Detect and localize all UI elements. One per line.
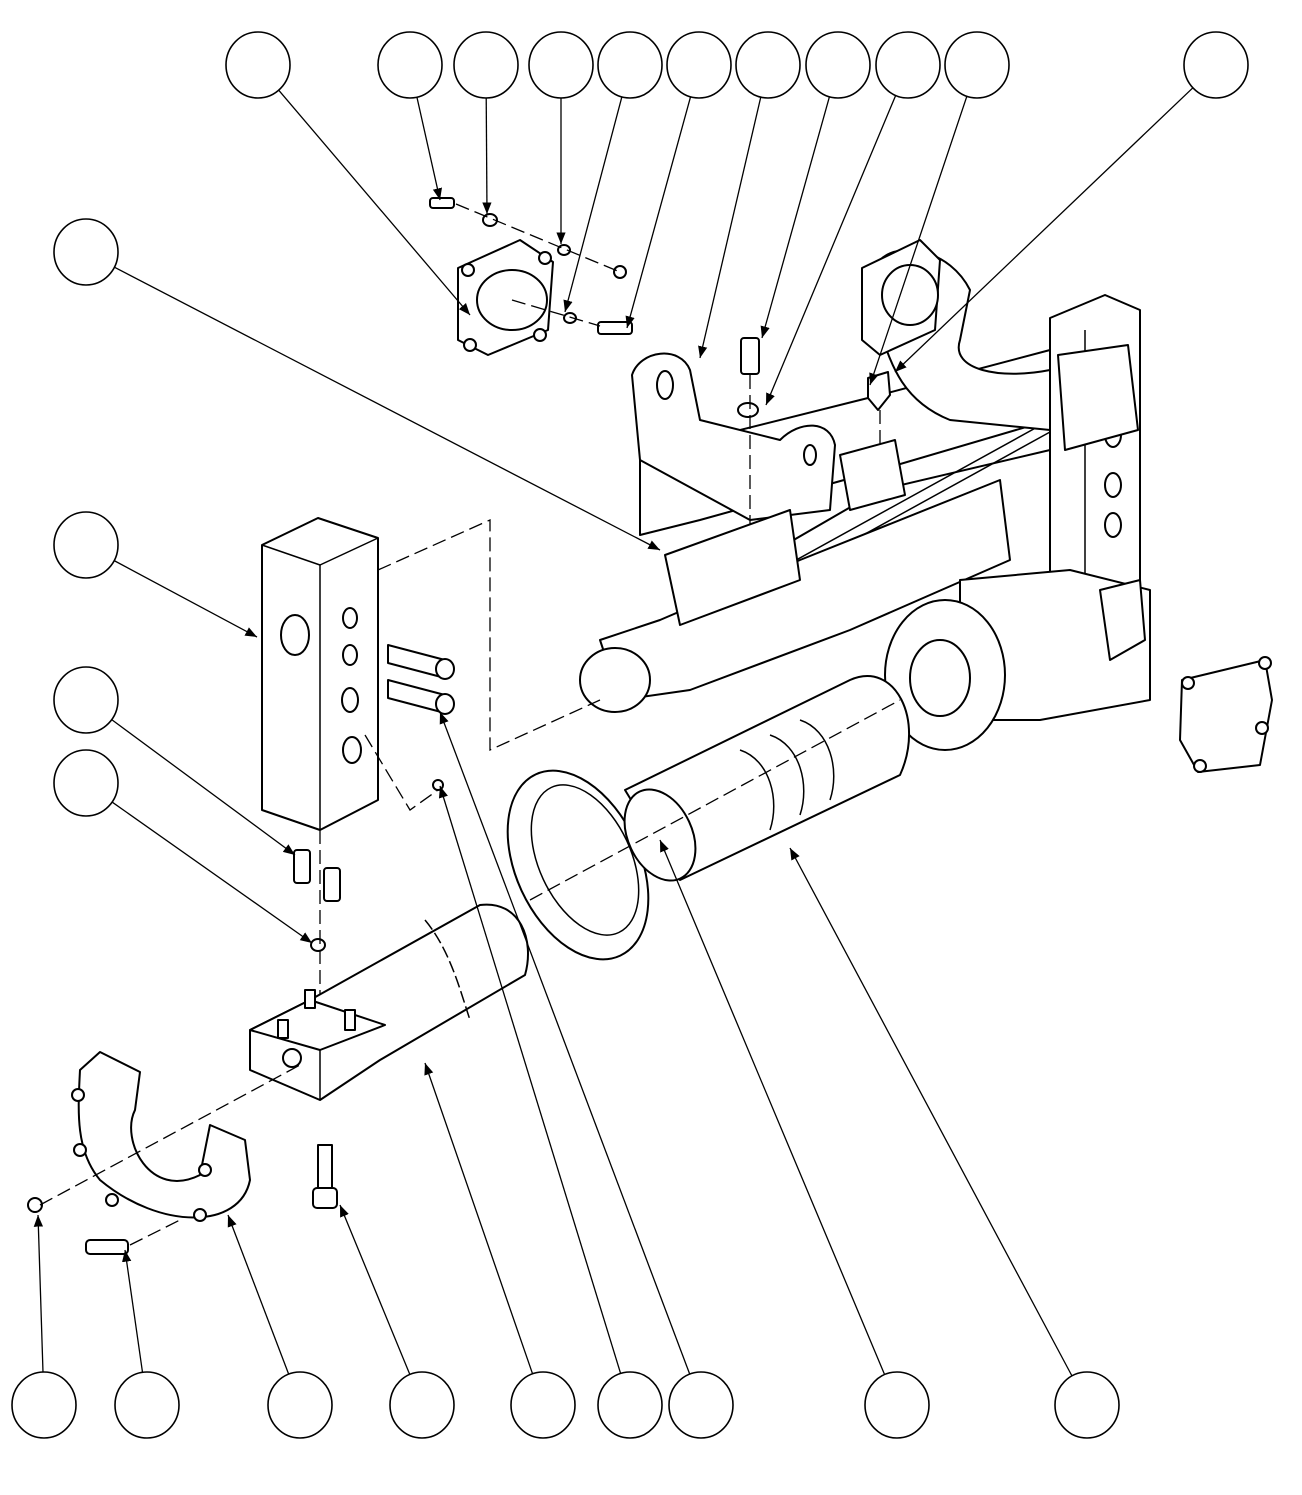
item-balloon — [668, 1371, 734, 1439]
saddle-bracket-right — [861, 239, 1051, 431]
item-balloon — [1183, 31, 1249, 99]
shaft-housing — [579, 439, 1011, 713]
leader-line — [698, 96, 762, 359]
leader-line — [339, 1204, 411, 1375]
fasteners-top — [429, 197, 633, 335]
small-fasteners-bottom — [27, 1064, 301, 1255]
item-balloons — [11, 31, 1249, 1439]
bushings — [387, 644, 455, 791]
leader-line — [111, 801, 313, 944]
item-balloon — [1054, 1371, 1120, 1439]
leader-line — [765, 95, 897, 406]
item-balloon — [53, 218, 119, 286]
item-balloon — [864, 1371, 930, 1439]
item-balloon — [53, 666, 119, 734]
leader-line — [789, 847, 1073, 1377]
leader-line — [438, 785, 622, 1374]
item-balloon — [805, 31, 871, 99]
item-balloon — [597, 31, 663, 99]
leader-line — [416, 97, 443, 201]
item-balloon — [597, 1371, 663, 1439]
leader-line — [227, 1214, 290, 1375]
roller-sleeve — [623, 675, 910, 882]
bearing-block — [261, 517, 379, 831]
leader-lines — [33, 87, 1194, 1377]
centerline-dashed — [377, 518, 601, 752]
cover-plate-right — [1179, 656, 1273, 773]
flange-coupling — [884, 569, 1151, 751]
top-mount-damper — [457, 239, 554, 356]
item-balloon — [666, 31, 732, 99]
leader-line — [114, 266, 661, 551]
item-balloon — [267, 1371, 333, 1439]
leader-line — [439, 711, 691, 1375]
item-balloon — [114, 1371, 180, 1439]
leader-line — [659, 839, 886, 1375]
leader-line — [760, 96, 831, 339]
leader-line — [113, 560, 258, 638]
leader-line — [894, 87, 1194, 373]
item-balloon — [944, 31, 1010, 99]
item-balloon — [53, 749, 119, 817]
pins — [293, 830, 341, 1010]
leader-line — [33, 1214, 44, 1373]
leader-line — [482, 97, 492, 215]
clamp-screw — [312, 1144, 338, 1209]
item-balloon — [453, 31, 519, 99]
item-balloon — [735, 31, 801, 99]
item-balloon — [389, 1371, 455, 1439]
item-balloon — [377, 31, 443, 99]
leader-line — [278, 89, 471, 316]
centerline-dashed — [364, 734, 439, 811]
leader-line — [424, 1062, 534, 1375]
item-balloon — [875, 31, 941, 99]
item-balloon — [53, 511, 119, 579]
shaft-clamp-body — [249, 903, 529, 1101]
axis-centerline — [529, 699, 901, 901]
leader-line — [869, 96, 968, 386]
leader-line — [122, 1249, 144, 1373]
saddle-bracket-left — [631, 352, 836, 521]
leader-line — [563, 96, 623, 313]
leader-line — [111, 719, 296, 856]
item-balloon — [510, 1371, 576, 1439]
half-ring-clamp — [71, 1051, 251, 1222]
item-balloon — [225, 31, 291, 99]
leader-line — [625, 96, 692, 329]
item-balloon — [11, 1371, 77, 1439]
item-balloon — [528, 31, 594, 99]
